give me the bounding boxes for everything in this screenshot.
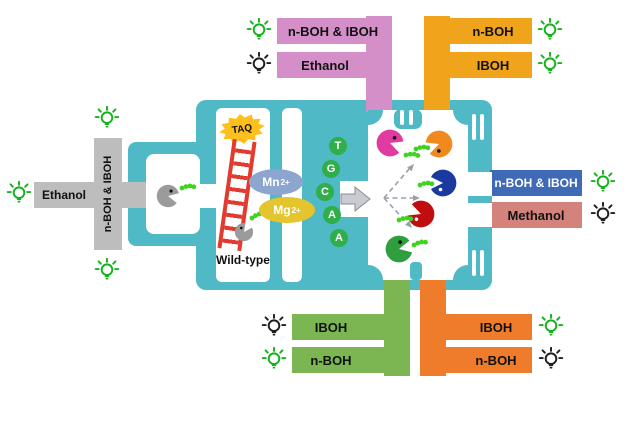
pipe-orange-nboh: n-BOH xyxy=(420,347,532,373)
top-wall-tab xyxy=(394,110,422,129)
opening-right-bottom xyxy=(468,203,492,227)
dna-base-circle: A xyxy=(330,229,348,247)
wall-stripe xyxy=(480,250,484,276)
pipe-label-vertical: n-BOH & IBOH xyxy=(102,155,115,233)
bottom-wall-tab xyxy=(410,262,422,280)
worm-icon xyxy=(179,183,197,191)
bulb-icon-bottom-left-1 xyxy=(261,314,287,337)
corner-arc xyxy=(368,265,383,280)
worm-icon xyxy=(413,144,431,152)
pipe-label: Ethanol xyxy=(301,57,349,73)
pipe-green-iboh: IBOH xyxy=(292,314,410,340)
bulb-icon-left-bottom xyxy=(94,258,120,281)
pipe-salmon-methanol: Methanol xyxy=(490,202,582,228)
pipe-label: n-BOH & IBOH xyxy=(287,23,379,39)
wall-stripe xyxy=(409,110,413,125)
bulb-icon-top-right-2 xyxy=(537,52,563,75)
wild-type-label: Wild-type xyxy=(216,253,270,267)
pipe-gray-vertical: n-BOH & IBOH xyxy=(94,138,122,250)
bulb-icon-right-2 xyxy=(590,202,616,225)
pacman-entry-gray xyxy=(154,182,197,210)
pacman-orange xyxy=(423,126,457,161)
pacman-pink xyxy=(372,125,406,160)
pacman-red xyxy=(405,197,439,232)
connector-entry-mutation xyxy=(198,184,216,208)
bulb-icon-bottom-right-1 xyxy=(538,314,564,337)
opening-right-top xyxy=(468,172,492,196)
pipe-blue-nboh-iboh: n-BOH & IBOH xyxy=(490,170,582,196)
chamber-selection-content xyxy=(368,110,468,280)
dna-base-circle: T xyxy=(329,137,347,155)
bulb-icon-bottom-right-2 xyxy=(538,347,564,370)
bulb-icon-left-main xyxy=(6,181,32,204)
pipe-label: n-BOH xyxy=(472,23,514,39)
bulb-icon-top-left-1 xyxy=(246,18,272,41)
wall-stripe xyxy=(472,250,476,276)
pacman-wildtype-climbing xyxy=(231,210,267,245)
wall-stripe xyxy=(480,114,484,140)
wall-stripe xyxy=(472,114,476,140)
bulb-icon-bottom-left-2 xyxy=(261,347,287,370)
dashed-arrowheads xyxy=(405,164,420,228)
pipe-green-nboh: n-BOH xyxy=(292,347,410,373)
pipe-pink-ethanol: Ethanol xyxy=(277,52,373,78)
channel-middle xyxy=(282,108,302,282)
worm-icon xyxy=(403,150,421,160)
pipe-gray-ethanol-label: Ethanol xyxy=(42,188,86,202)
dna-base-circle: G xyxy=(322,160,340,178)
bulb-icon-top-left-2 xyxy=(246,52,272,75)
worm-icon xyxy=(411,238,429,248)
pipe-pink-nboh-iboh: n-BOH & IBOH xyxy=(277,18,389,44)
worm-icon xyxy=(417,180,435,188)
pacman-blue xyxy=(431,169,457,197)
wall-stripe xyxy=(400,110,404,125)
dna-base-circle: A xyxy=(323,206,341,224)
pipe-gray-horizontal xyxy=(34,182,148,208)
pipe-amber-iboh: IBOH xyxy=(424,52,532,78)
dna-base-circle: C xyxy=(316,183,334,201)
corner-arc xyxy=(368,110,383,125)
pipe-amber-nboh: n-BOH xyxy=(424,18,532,44)
pipe-label: IBOH xyxy=(476,57,510,73)
corner-arc xyxy=(453,265,468,280)
flow-arrow-icon xyxy=(340,185,371,213)
bulb-icon-top-right-1 xyxy=(537,18,563,41)
bulb-icon-right-1 xyxy=(590,170,616,193)
corner-arc xyxy=(453,110,468,125)
bulb-icon-left-top xyxy=(94,106,120,129)
pacman-green xyxy=(383,233,414,265)
pipe-orange-iboh: IBOH xyxy=(420,314,532,340)
